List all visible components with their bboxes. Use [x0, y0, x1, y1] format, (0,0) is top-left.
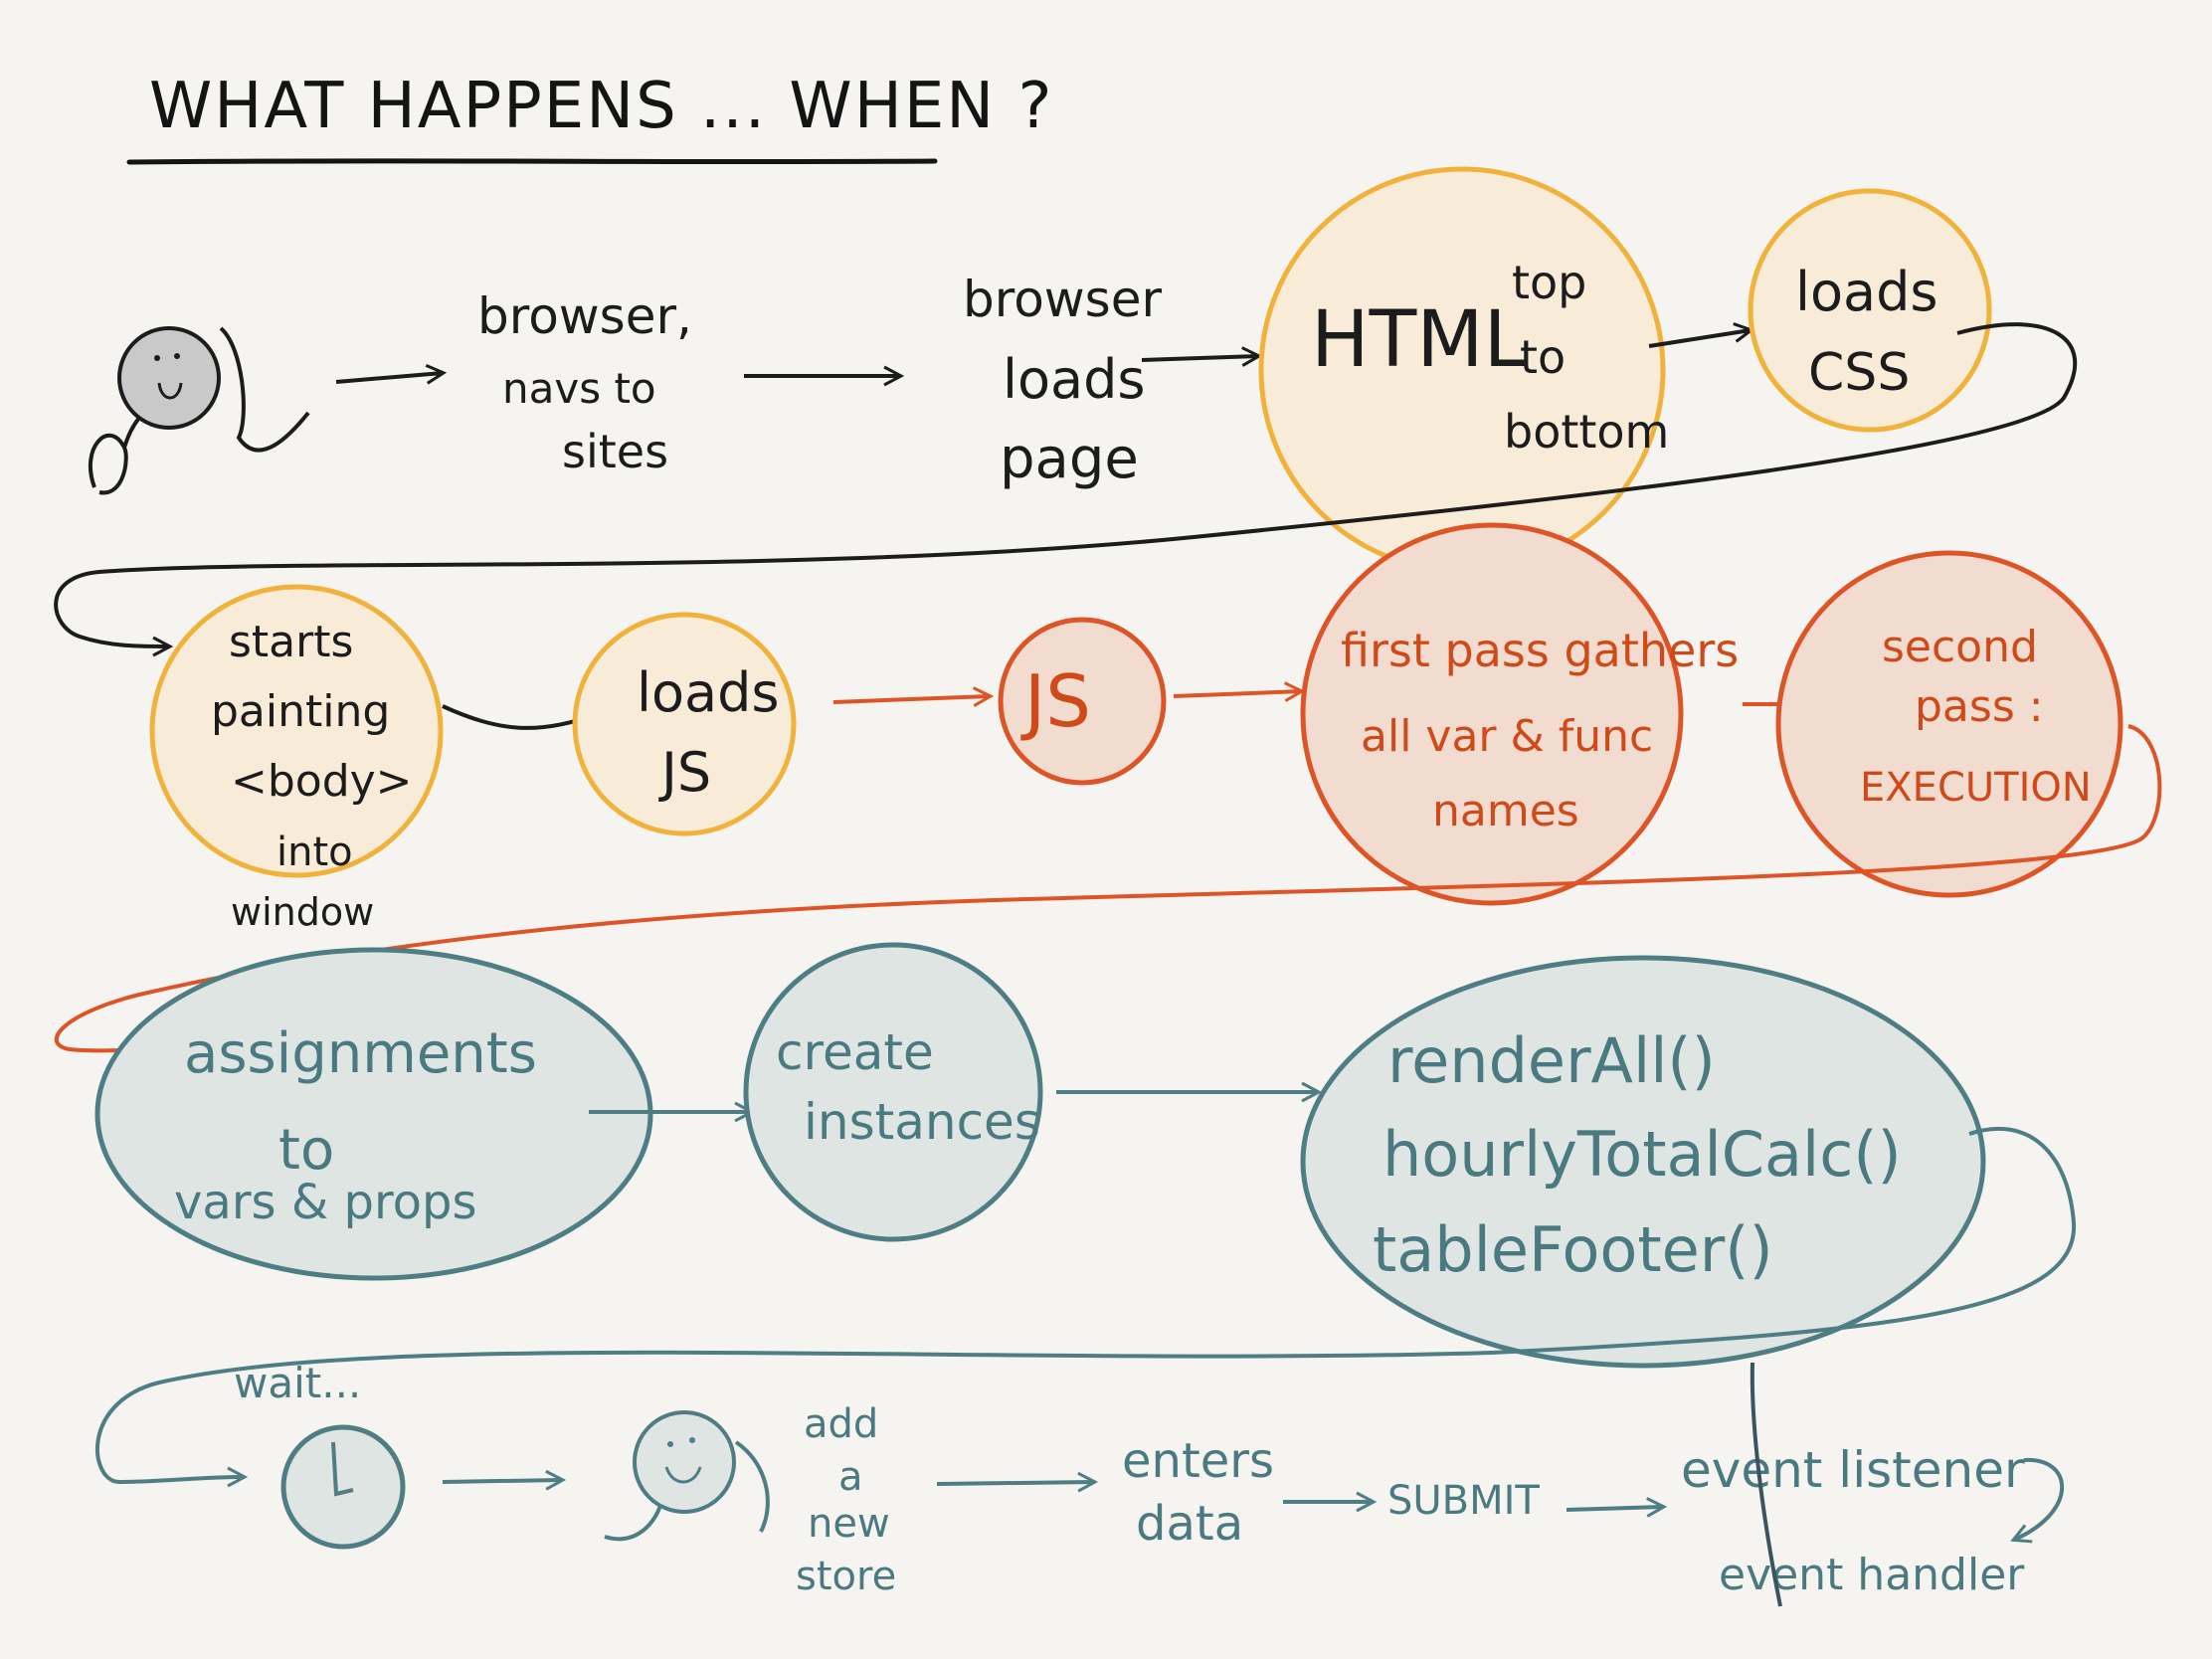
svg-text:enters: enters: [1122, 1433, 1274, 1489]
add-store-label: add a new store: [796, 1401, 896, 1599]
arrow-wait-to-user: [442, 1480, 562, 1482]
html-node: HTML top to bottom: [1258, 166, 1669, 574]
assignments-node: assignments to vars & props: [94, 947, 653, 1281]
functions-node: renderAll() hourlyTotalCalc() tableFoote…: [1300, 955, 1986, 1369]
svg-text:renderAll(): renderAll(): [1387, 1024, 1716, 1097]
create-instances-node: create instances: [743, 942, 1043, 1242]
svg-text:JS: JS: [658, 741, 711, 804]
enters-data-label: enters data: [1122, 1433, 1274, 1552]
svg-text:second: second: [1882, 622, 2038, 672]
handler-callback-line: [1750, 1362, 1782, 1607]
starts-painting-node: starts painting <body> into window: [149, 584, 444, 934]
svg-text:CSS: CSS: [1808, 343, 1910, 403]
smiley-user-icon: [604, 1410, 770, 1542]
svg-text:top: top: [1512, 256, 1586, 309]
svg-text:instances: instances: [804, 1093, 1040, 1151]
js-node: JS: [998, 617, 1167, 786]
svg-text:hourlyTotalCalc(): hourlyTotalCalc(): [1382, 1118, 1902, 1191]
svg-text:all var & func: all var & func: [1361, 711, 1653, 762]
svg-text:starts: starts: [229, 617, 353, 667]
svg-text:into: into: [276, 830, 353, 875]
svg-text:page: page: [1000, 427, 1139, 491]
svg-text:painting: painting: [211, 686, 390, 737]
event-handler-label: event handler: [1719, 1550, 2025, 1600]
second-pass-node: second pass : EXECUTION: [1775, 550, 2123, 898]
svg-text:browser: browser: [963, 271, 1162, 328]
svg-text:to: to: [278, 1118, 334, 1183]
first-pass-node: first pass gathers all var & func names: [1300, 522, 1739, 906]
browser-navs-label: browser, navs to sites: [477, 287, 692, 478]
arrow-js-to-firstpass: [1173, 691, 1301, 696]
diagram-title: WHAT HAPPENS ... WHEN ?: [149, 70, 1053, 143]
loads-css-node: loads CSS: [1748, 188, 1992, 433]
svg-text:bottom: bottom: [1504, 405, 1669, 459]
arrow-loadsjs-to-js: [832, 696, 990, 702]
arrow-listener-to-handler: [2014, 1457, 2065, 1540]
wait-label: wait...: [234, 1359, 361, 1407]
svg-text:store: store: [796, 1554, 896, 1599]
loads-js-node: loads JS: [572, 612, 797, 836]
svg-text:data: data: [1136, 1496, 1243, 1552]
svg-text:EXECUTION: EXECUTION: [1860, 765, 2092, 811]
svg-text:new: new: [808, 1501, 890, 1547]
svg-text:navs to: navs to: [502, 364, 656, 413]
svg-text:names: names: [1432, 786, 1579, 836]
clock-icon: [280, 1424, 406, 1550]
connector-css-to-painting: [54, 322, 2078, 646]
svg-text:window: window: [231, 890, 374, 934]
svg-text:loads: loads: [637, 661, 780, 724]
svg-text:browser,: browser,: [477, 287, 692, 345]
svg-text:HTML: HTML: [1311, 295, 1528, 385]
svg-text:tableFooter(): tableFooter(): [1373, 1213, 1773, 1286]
connector-execution-to-assignments: [54, 724, 2162, 1050]
svg-text:<body>: <body>: [231, 756, 413, 807]
arrow-loads-to-html: [1141, 356, 1258, 360]
svg-text:JS: JS: [1020, 659, 1091, 743]
svg-text:create: create: [776, 1023, 934, 1081]
arrow-user-to-browser: [335, 373, 443, 382]
svg-text:first pass gathers: first pass gathers: [1341, 624, 1739, 677]
svg-text:add: add: [804, 1401, 878, 1447]
submit-label: SUBMIT: [1387, 1478, 1540, 1524]
arrow-add-to-enters: [936, 1482, 1094, 1484]
arrow-submit-to-listener: [1566, 1507, 1663, 1510]
svg-text:vars & props: vars & props: [174, 1175, 477, 1230]
svg-text:a: a: [838, 1454, 863, 1500]
connector-functions-to-wait: [94, 1127, 2077, 1482]
browser-loads-label: browser loads page: [963, 271, 1162, 491]
svg-text:to: to: [1520, 330, 1566, 384]
svg-text:loads: loads: [1003, 348, 1146, 411]
arrow-html-to-css: [1648, 330, 1751, 348]
title-underline: [126, 158, 938, 165]
smiley-user-icon: [88, 326, 310, 495]
event-listener-label: event listener: [1681, 1441, 2025, 1499]
svg-text:assignments: assignments: [184, 1021, 537, 1086]
svg-text:loads: loads: [1795, 261, 1938, 323]
svg-text:sites: sites: [562, 425, 668, 478]
svg-text:pass :: pass :: [1915, 681, 2044, 732]
